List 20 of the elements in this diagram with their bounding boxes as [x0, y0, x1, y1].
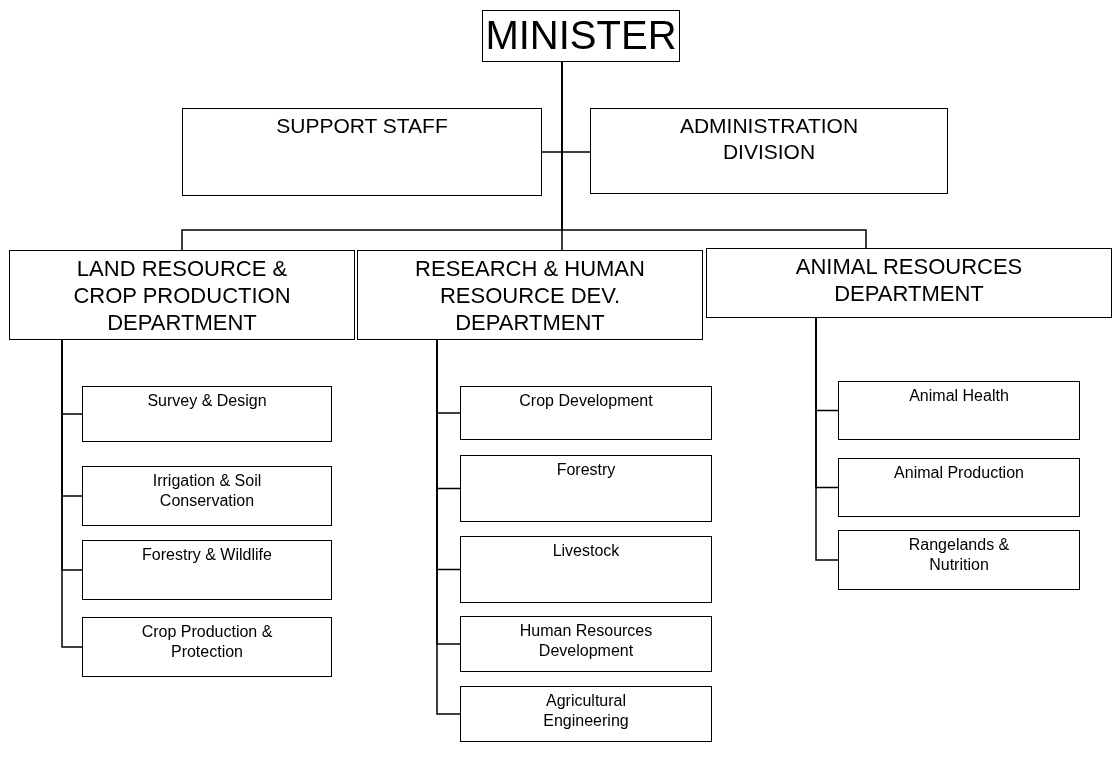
department-box: LAND RESOURCE & CROP PRODUCTION DEPARTMENT	[9, 250, 355, 340]
unit-box: Forestry & Wildlife	[82, 540, 332, 600]
unit-box: Rangelands & Nutrition	[838, 530, 1080, 590]
unit-box: Crop Development	[460, 386, 712, 440]
unit-box: Irrigation & Soil Conservation	[82, 466, 332, 526]
connector-line	[61, 339, 83, 648]
department-box: RESEARCH & HUMAN RESOURCE DEV. DEPARTMENT	[357, 250, 703, 340]
unit-box: Livestock	[460, 536, 712, 603]
minister-box: MINISTER	[482, 10, 680, 62]
department-box: ANIMAL RESOURCES DEPARTMENT	[706, 248, 1112, 318]
unit-box: Forestry	[460, 455, 712, 522]
division-box: SUPPORT STAFF	[182, 108, 542, 196]
connector-line	[815, 317, 839, 561]
unit-box: Animal Health	[838, 381, 1080, 440]
unit-box: Survey & Design	[82, 386, 332, 442]
division-box: ADMINISTRATION DIVISION	[590, 108, 948, 194]
unit-box: Human Resources Development	[460, 616, 712, 672]
unit-box: Agricultural Engineering	[460, 686, 712, 742]
unit-box: Animal Production	[838, 458, 1080, 517]
unit-box: Crop Production & Protection	[82, 617, 332, 677]
